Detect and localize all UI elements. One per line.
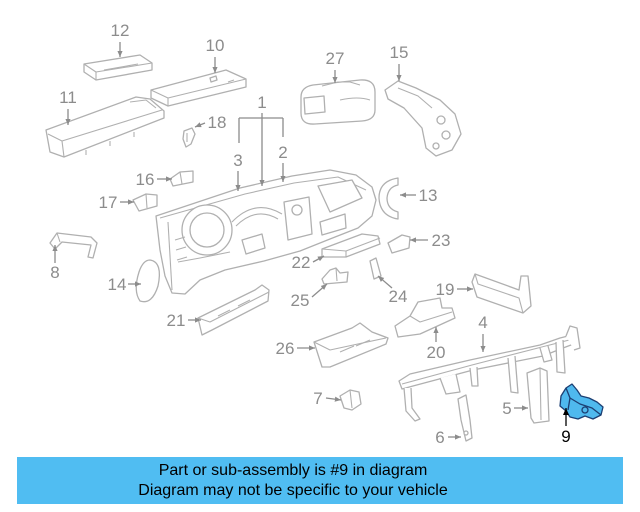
part-8-drawing bbox=[49, 232, 98, 259]
callout-22-label: 22 bbox=[292, 253, 311, 272]
callout-6-label: 6 bbox=[435, 428, 444, 447]
callout-18-leader bbox=[194, 122, 206, 128]
callout-13-label: 13 bbox=[419, 186, 438, 205]
part-20-drawing bbox=[394, 297, 456, 338]
callout-12-label: 12 bbox=[111, 21, 130, 40]
callout-5-label: 5 bbox=[502, 399, 511, 418]
part-6-drawing bbox=[457, 394, 473, 442]
part-14-drawing bbox=[135, 259, 161, 303]
part-info-banner: Part or sub-assembly is #9 in diagram Di… bbox=[17, 457, 623, 504]
callout-19-label: 19 bbox=[436, 280, 455, 299]
callout-10-label: 10 bbox=[206, 36, 225, 55]
exploded-parts-diagram: 1 2 3 4 5 6 7 8 9 10 11 12 13 14 15 16 1… bbox=[45, 21, 604, 447]
part-15-drawing bbox=[384, 80, 462, 157]
part-10-drawing bbox=[150, 69, 247, 107]
callout-18-label: 18 bbox=[208, 113, 227, 132]
callout-16-label: 16 bbox=[136, 170, 155, 189]
banner-part-notice: Part or sub-assembly is #9 in diagram bbox=[158, 462, 428, 479]
callout-15-label: 15 bbox=[390, 43, 409, 62]
callout-7-leader bbox=[325, 396, 342, 402]
leader-lines bbox=[52, 42, 569, 440]
part-19-drawing bbox=[471, 273, 532, 314]
callout-20-label: 20 bbox=[427, 343, 446, 362]
callout-1-label: 1 bbox=[257, 93, 266, 112]
part-25-drawing bbox=[321, 267, 349, 285]
callout-7-label: 7 bbox=[313, 389, 322, 408]
part-1-instrument-panel-drawing bbox=[155, 169, 377, 295]
part-16-drawing bbox=[169, 170, 194, 187]
part-24-drawing bbox=[369, 257, 382, 280]
part-13-drawing bbox=[378, 177, 399, 220]
callout-9-label: 9 bbox=[561, 427, 570, 446]
callout-4-label: 4 bbox=[478, 313, 487, 332]
callout-21-label: 21 bbox=[167, 311, 186, 330]
callout-26-label: 26 bbox=[276, 339, 295, 358]
part-4-cross-beam-drawing bbox=[398, 325, 581, 422]
part-12-drawing bbox=[83, 54, 153, 81]
callout-3-label: 3 bbox=[233, 151, 242, 170]
callout-27-label: 27 bbox=[326, 49, 345, 68]
part-23-drawing bbox=[387, 234, 411, 254]
part-7-drawing bbox=[339, 389, 362, 411]
callout-14-label: 14 bbox=[108, 275, 127, 294]
callout-22-leader bbox=[312, 255, 325, 263]
part-26-drawing bbox=[313, 322, 389, 368]
callout-11-label: 11 bbox=[59, 88, 77, 107]
callout-24-label: 24 bbox=[389, 287, 408, 306]
part-11-drawing bbox=[45, 96, 165, 158]
part-17-drawing bbox=[132, 193, 158, 212]
part-27-drawing bbox=[300, 79, 376, 125]
part-21-drawing bbox=[197, 284, 270, 336]
banner-vehicle-disclaimer: Diagram may not be specific to your vehi… bbox=[138, 482, 448, 499]
callout-17-label: 17 bbox=[99, 193, 118, 212]
callout-labels: 1 2 3 4 5 6 7 8 9 10 11 12 13 14 15 16 1… bbox=[50, 21, 570, 447]
callout-25-leader bbox=[311, 283, 328, 298]
callout-23-label: 23 bbox=[432, 231, 451, 250]
callout-8-label: 8 bbox=[50, 263, 59, 282]
callout-24-leader bbox=[377, 275, 393, 289]
callout-2-label: 2 bbox=[278, 143, 287, 162]
part-18-drawing bbox=[182, 127, 196, 148]
callout-25-label: 25 bbox=[291, 291, 310, 310]
part-5-drawing bbox=[526, 367, 550, 424]
